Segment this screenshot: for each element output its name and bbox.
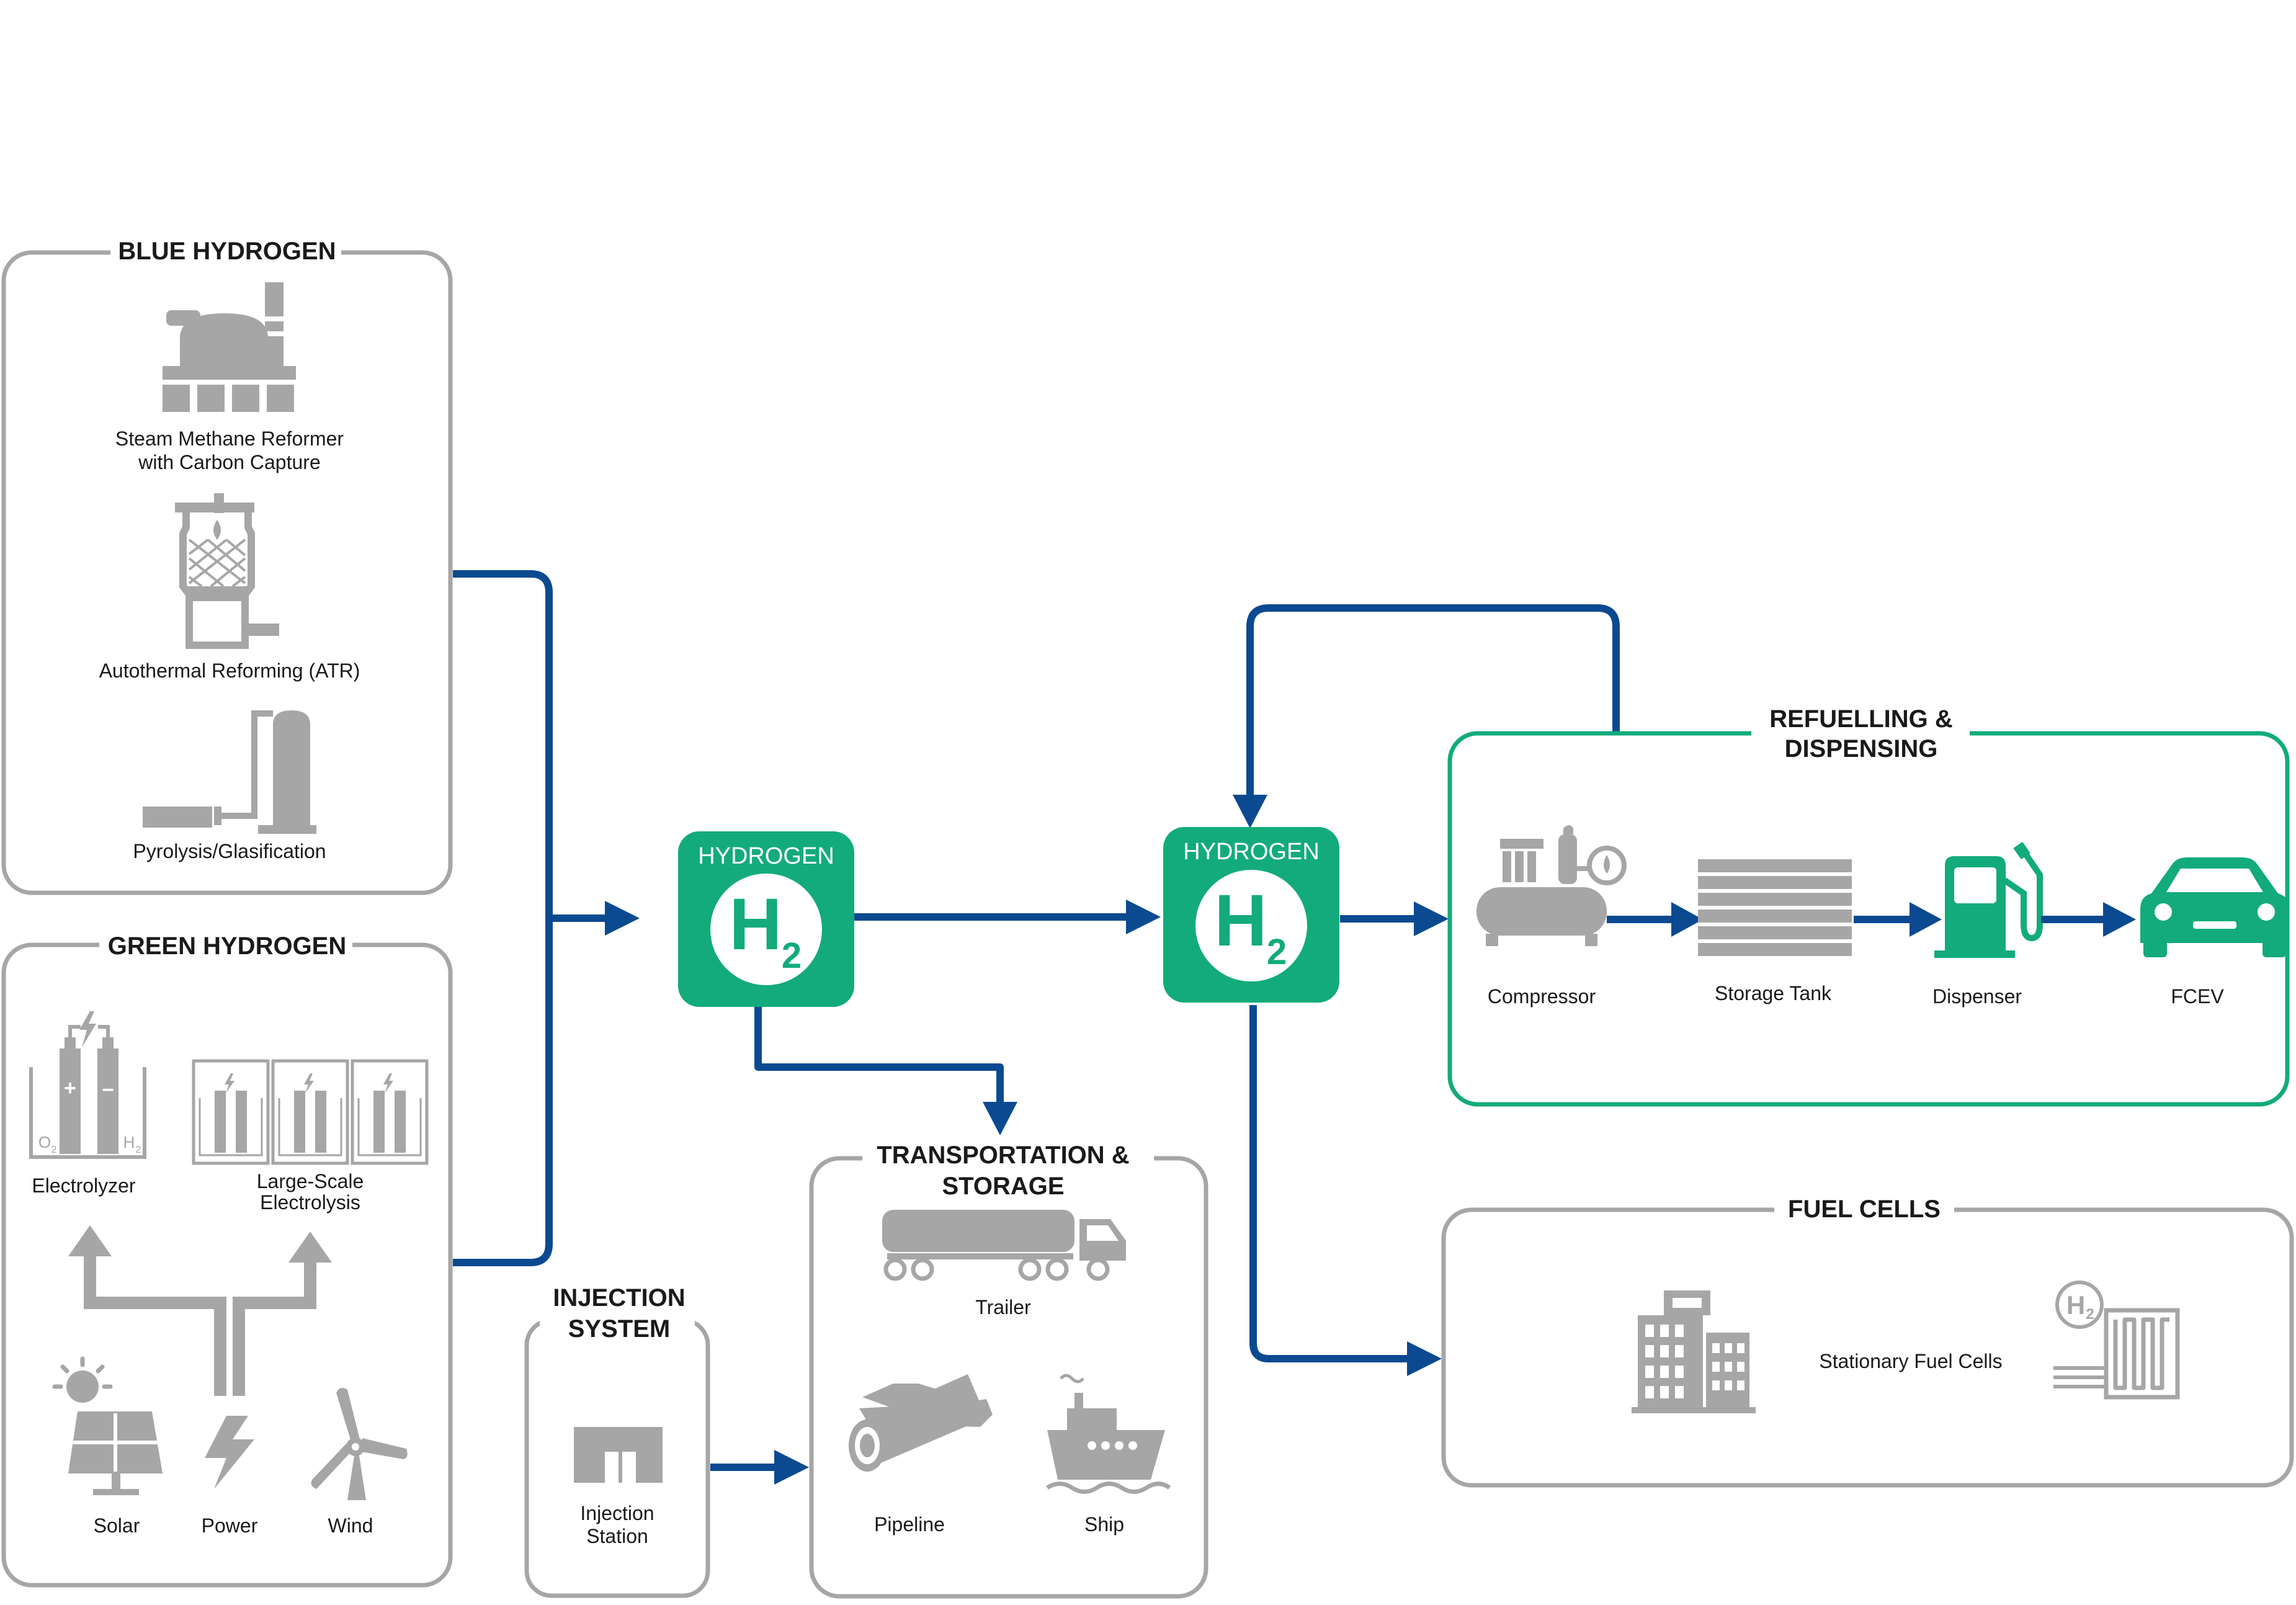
fuel-cells-title-gap xyxy=(1774,1194,1954,1223)
storage-tank-icon xyxy=(1698,859,1852,956)
transportation-title-gap xyxy=(862,1135,1154,1197)
refuelling-title-line2: DISPENSING xyxy=(1785,735,1938,762)
blue-hydrogen-title-gap xyxy=(110,239,341,267)
hydrogen-1-to-transportation-line xyxy=(754,1005,1004,1104)
transportation-storage-panel: TRANSPORTATION & STORAGE Trailer Pipelin… xyxy=(809,1135,1208,1599)
hydrogen-node-1-symbol: H xyxy=(729,883,782,965)
hydrogen-node-2-word: HYDROGEN xyxy=(1183,839,1320,865)
hydrogen-2-to-fuel-cells-line xyxy=(1249,1005,1409,1362)
hydrogen-1-to-transportation-arrowhead xyxy=(983,1102,1017,1135)
dispenser-to-fcev-arrowhead xyxy=(2103,902,2136,937)
power-label: Power xyxy=(202,1514,258,1537)
compressor-label: Compressor xyxy=(1488,985,1596,1008)
dispenser-icon xyxy=(1934,841,2043,958)
solar-icon xyxy=(52,1356,163,1495)
electrolyzer-h2: H xyxy=(123,1133,135,1151)
green-hydrogen-connector xyxy=(453,918,553,1266)
fuel-cell-stack-icon: H 2 xyxy=(2053,1281,2180,1400)
pyrolysis-label: Pyrolysis/Glasification xyxy=(133,840,326,862)
refuelling-title-line1: REFUELLING & xyxy=(1769,705,1953,733)
wind-label: Wind xyxy=(328,1514,373,1537)
large-scale-cell-3 xyxy=(357,1073,422,1156)
refuelling-loop-arrowhead xyxy=(1233,795,1267,828)
storage-to-dispenser-arrowhead xyxy=(1910,902,1942,937)
flow-connectors xyxy=(453,570,1620,1485)
blue-hydrogen-title: BLUE HYDROGEN xyxy=(118,238,336,265)
steam-methane-reformer-label-line2: with Carbon Capture xyxy=(138,451,320,473)
injection-station-icon xyxy=(574,1427,663,1483)
fuel-cells-title: FUEL CELLS xyxy=(1788,1196,1941,1223)
autothermal-reformer-icon xyxy=(175,493,279,649)
dispenser-label: Dispenser xyxy=(1932,985,2022,1008)
electrolyzer-icon: + − O 2 H 2 xyxy=(29,1011,146,1159)
electrolyzer-minus: − xyxy=(102,1078,114,1102)
steam-methane-reformer-label-line1: Steam Methane Reformer xyxy=(115,427,344,450)
ship-icon xyxy=(1046,1374,1171,1494)
pyrolysis-icon xyxy=(143,710,316,834)
hydrogen-node-2-circle xyxy=(1195,870,1307,981)
electrolyzer-h2-sub: 2 xyxy=(136,1145,141,1155)
fuel-cells-border xyxy=(1441,1207,2294,1488)
hydrogen-node-1: HYDROGEN H 2 xyxy=(678,831,854,1007)
hydrogen-1-to-hydrogen-2-arrowhead xyxy=(1126,900,1161,934)
trailer-truck-icon xyxy=(882,1210,1126,1281)
hydrogen-node-2: HYDROGEN H 2 xyxy=(1163,827,1339,1003)
solar-label: Solar xyxy=(94,1514,140,1537)
ship-label: Ship xyxy=(1084,1513,1124,1536)
injection-station-label-line2: Station xyxy=(586,1525,648,1547)
refuelling-title-gap xyxy=(1751,707,1970,763)
power-bolt-icon xyxy=(205,1416,254,1489)
energy-supply-arrows xyxy=(68,1225,332,1396)
injection-to-transportation-arrowhead xyxy=(774,1450,809,1485)
blue-hydrogen-connector xyxy=(453,570,553,918)
injection-station-label-line1: Injection xyxy=(580,1502,654,1524)
green-hydrogen-title: GREEN HYDROGEN xyxy=(108,932,347,960)
autothermal-reformer-label: Autothermal Reforming (ATR) xyxy=(99,659,360,682)
large-scale-electrolysis-icon xyxy=(192,1059,429,1165)
refuelling-loop-connector xyxy=(1246,604,1620,797)
green-hydrogen-panel: GREEN HYDROGEN + − O 2 H 2 Electrolyzer xyxy=(1,931,453,1588)
hydrogen-node-1-word: HYDROGEN xyxy=(698,843,834,869)
electrolyzer-label: Electrolyzer xyxy=(32,1174,136,1197)
injection-title-line2: SYSTEM xyxy=(568,1315,670,1343)
large-scale-electrolysis-label-line2: Electrolysis xyxy=(260,1191,360,1214)
blue-hydrogen-panel: BLUE HYDROGEN Steam Methane Reformer wit… xyxy=(1,238,453,895)
green-hydrogen-title-gap xyxy=(99,931,352,959)
pipeline-icon xyxy=(849,1374,993,1472)
fcev-car-icon xyxy=(2140,857,2289,957)
fuel-cells-panel: FUEL CELLS Stationary Fuel Cells xyxy=(1441,1194,2294,1488)
storage-tank-label: Storage Tank xyxy=(1715,982,1832,1004)
injection-title-gap xyxy=(540,1275,695,1343)
transportation-title-line1: TRANSPORTATION & xyxy=(877,1142,1129,1169)
transportation-title-line2: STORAGE xyxy=(942,1173,1064,1200)
refuelling-dispensing-panel: REFUELLING & DISPENSING Compressor xyxy=(1447,705,2290,1107)
wind-turbine-icon xyxy=(311,1387,408,1500)
fuel-cell-h2-badge-sub: 2 xyxy=(2086,1306,2094,1323)
large-scale-electrolysis-label-line1: Large-Scale xyxy=(257,1170,364,1192)
compressor-to-storage-arrowhead xyxy=(1671,902,1703,937)
pipeline-label: Pipeline xyxy=(874,1513,945,1536)
building-icon xyxy=(1632,1290,1756,1413)
compressor-icon xyxy=(1476,825,1627,946)
steam-methane-reformer-icon xyxy=(163,282,296,412)
injection-system-panel: INJECTION SYSTEM Injection Station xyxy=(524,1275,710,1598)
large-scale-cell-1 xyxy=(199,1073,263,1156)
hydrogen-node-2-symbol: H xyxy=(1214,880,1267,962)
hydrogen-node-1-subscript: 2 xyxy=(782,936,802,976)
fuel-cell-h2-badge: H xyxy=(2066,1290,2085,1320)
electrolyzer-plus: + xyxy=(64,1076,76,1100)
electrolyzer-o2-sub: 2 xyxy=(51,1145,57,1155)
electrolyzer-o2: O xyxy=(38,1133,51,1151)
merge-to-hydrogen-1-arrowhead xyxy=(605,901,640,936)
hydrogen-node-1-circle xyxy=(710,874,822,985)
trailer-label: Trailer xyxy=(975,1296,1031,1318)
large-scale-cell-2 xyxy=(278,1073,342,1156)
hydrogen-2-to-refuelling-arrowhead xyxy=(1414,901,1449,936)
hydrogen-2-to-fuel-cells-arrowhead xyxy=(1407,1341,1442,1376)
injection-title-line1: INJECTION xyxy=(553,1284,685,1312)
hydrogen-node-2-subscript: 2 xyxy=(1267,932,1287,972)
stationary-fuel-cells-label: Stationary Fuel Cells xyxy=(1819,1350,2002,1372)
fcev-label: FCEV xyxy=(2171,985,2224,1008)
